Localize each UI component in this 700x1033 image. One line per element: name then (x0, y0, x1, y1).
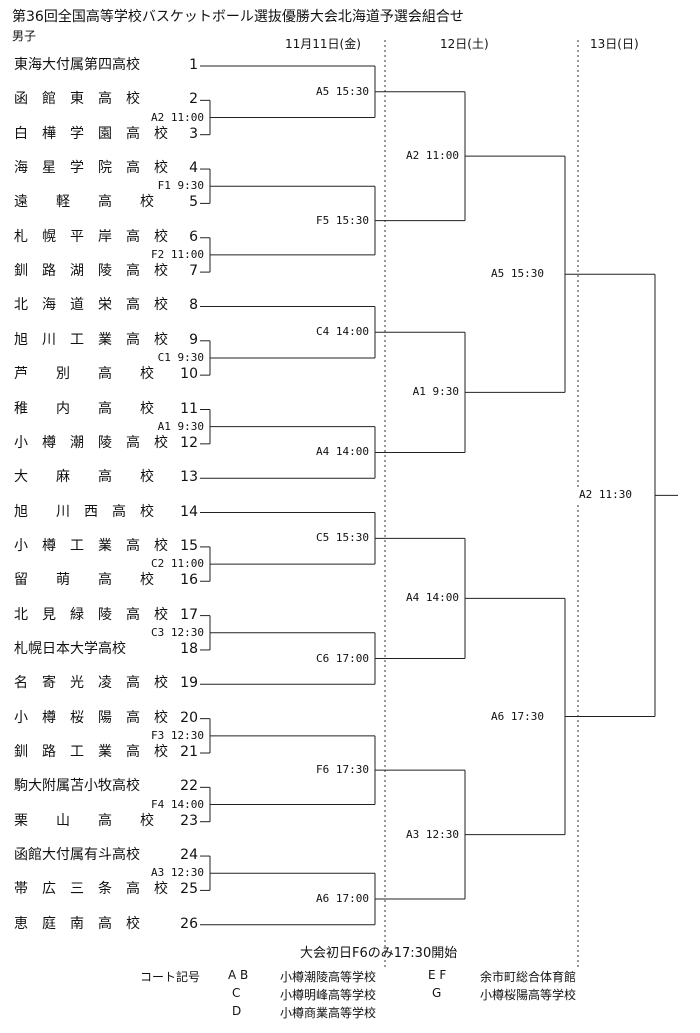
team-seed-number: 4 (189, 160, 198, 177)
match-label: F4 14:00 (149, 797, 206, 812)
team-name: 海 星 学 院 高 校 (14, 160, 168, 177)
team-seed-number: 22 (180, 778, 198, 795)
court-code-g: G (432, 986, 442, 1000)
match-label: F5 15:30 (314, 213, 371, 228)
day-header-1: 11月11日(金) (285, 37, 361, 51)
team-name: 釧 路 工 業 高 校 (14, 744, 168, 760)
team-seed-number: 19 (180, 675, 198, 692)
team-name: 駒大附属苫小牧高校 (14, 778, 140, 795)
match-label: A1 9:30 (410, 385, 461, 400)
court-code-ab: A B (228, 968, 249, 982)
match-label: C2 11:00 (149, 557, 206, 572)
team-name: 北 見 緑 陵 高 校 (14, 606, 168, 623)
team-seed-number: 2 (189, 91, 198, 108)
match-label: A6 17:30 (489, 709, 546, 724)
match-label: A2 11:00 (404, 149, 461, 164)
match-label: F6 17:30 (314, 763, 371, 778)
match-label: C6 17:00 (314, 651, 371, 666)
team-seed-number: 8 (189, 297, 198, 314)
team-seed-number: 13 (180, 469, 198, 486)
team-seed-number: 5 (189, 194, 198, 211)
team-name: 栗 山 高 校 (14, 812, 154, 829)
team-seed-number: 26 (180, 915, 198, 932)
match-label: A5 15:30 (489, 267, 546, 282)
court-venue-ab: 小樽潮陵高等学校 (280, 970, 377, 984)
match-label: C4 14:00 (314, 325, 371, 340)
team-seed-number: 16 (180, 572, 198, 589)
match-label: F3 12:30 (149, 728, 206, 743)
schedule-note: 大会初日F6のみ17:30開始 (300, 946, 458, 961)
team-name: 小 樽 工 業 高 校 (14, 537, 168, 554)
match-label: A4 14:00 (404, 591, 461, 606)
match-label: C3 12:30 (149, 625, 206, 640)
team-seed-number: 14 (180, 503, 198, 520)
team-name: 旭 川 工 業 高 校 (14, 331, 168, 348)
team-seed-number: 6 (189, 228, 198, 245)
match-label: A3 12:30 (404, 827, 461, 842)
match-label: C5 15:30 (314, 531, 371, 546)
match-label: A4 14:00 (314, 445, 371, 460)
team-name: 恵 庭 南 高 校 (14, 915, 140, 932)
team-seed-number: 24 (180, 847, 198, 864)
court-legend-heading: コート記号 (140, 970, 201, 984)
team-seed-number: 25 (180, 881, 198, 898)
match-label: A2 11:30 (577, 488, 634, 503)
team-seed-number: 21 (180, 744, 198, 760)
page-title: 第36回全国高等学校バスケットボール選抜優勝大会北海道予選会組合せ (12, 9, 464, 25)
court-code-ef: E F (428, 968, 447, 982)
team-name: 旭 川 西 高 校 (14, 503, 154, 520)
team-seed-number: 3 (189, 125, 198, 142)
team-name: 札幌日本大学高校 (14, 640, 126, 657)
team-name: 名 寄 光 凌 高 校 (14, 675, 168, 692)
team-seed-number: 20 (180, 709, 198, 726)
team-name: 東海大付属第四高校 (14, 57, 140, 73)
team-seed-number: 10 (180, 366, 198, 383)
team-seed-number: 11 (180, 400, 198, 417)
team-name: 白 樺 学 園 高 校 (14, 125, 168, 142)
team-name: 札 幌 平 岸 高 校 (14, 228, 168, 245)
court-code-d: D (232, 1004, 242, 1018)
match-label: A3 12:30 (149, 866, 206, 881)
team-seed-number: 15 (180, 537, 198, 554)
team-name: 大 麻 高 校 (14, 469, 154, 486)
court-venue-c: 小樽明峰高等学校 (280, 988, 377, 1002)
division-label: 男子 (12, 29, 37, 43)
team-name: 小 樽 潮 陵 高 校 (14, 434, 168, 451)
match-label: F1 9:30 (155, 179, 206, 194)
team-name: 稚 内 高 校 (14, 400, 154, 417)
match-label: A1 9:30 (155, 419, 206, 434)
team-name: 留 萌 高 校 (14, 572, 154, 589)
team-name: 小 樽 桜 陽 高 校 (14, 709, 168, 726)
day-header-2: 12日(土) (440, 37, 489, 51)
team-name: 芦 別 高 校 (14, 366, 154, 383)
day-header-3: 13日(日) (590, 37, 639, 51)
match-label: A6 17:00 (314, 891, 371, 906)
court-venue-g: 小樽桜陽高等学校 (480, 988, 577, 1002)
team-name: 函館大付属有斗高校 (14, 847, 140, 864)
team-name: 遠 軽 高 校 (14, 194, 154, 211)
court-venue-ef: 余市町総合体育館 (480, 970, 577, 984)
team-seed-number: 1 (189, 57, 198, 73)
team-seed-number: 18 (180, 640, 198, 657)
team-seed-number: 23 (180, 812, 198, 829)
court-code-c: C (232, 986, 241, 1000)
team-name: 釧 路 湖 陵 高 校 (14, 263, 168, 280)
team-name: 函 館 東 高 校 (14, 91, 140, 108)
match-label: A5 15:30 (314, 84, 371, 99)
match-label: C1 9:30 (155, 350, 206, 365)
team-name: 帯 広 三 条 高 校 (14, 881, 168, 898)
team-seed-number: 7 (189, 263, 198, 280)
match-label: F2 11:00 (149, 247, 206, 262)
team-seed-number: 9 (189, 331, 198, 348)
match-label: A2 11:00 (149, 110, 206, 125)
team-seed-number: 12 (180, 434, 198, 451)
team-name: 北 海 道 栄 高 校 (14, 297, 168, 314)
team-seed-number: 17 (180, 606, 198, 623)
court-venue-d: 小樽商業高等学校 (280, 1006, 377, 1020)
